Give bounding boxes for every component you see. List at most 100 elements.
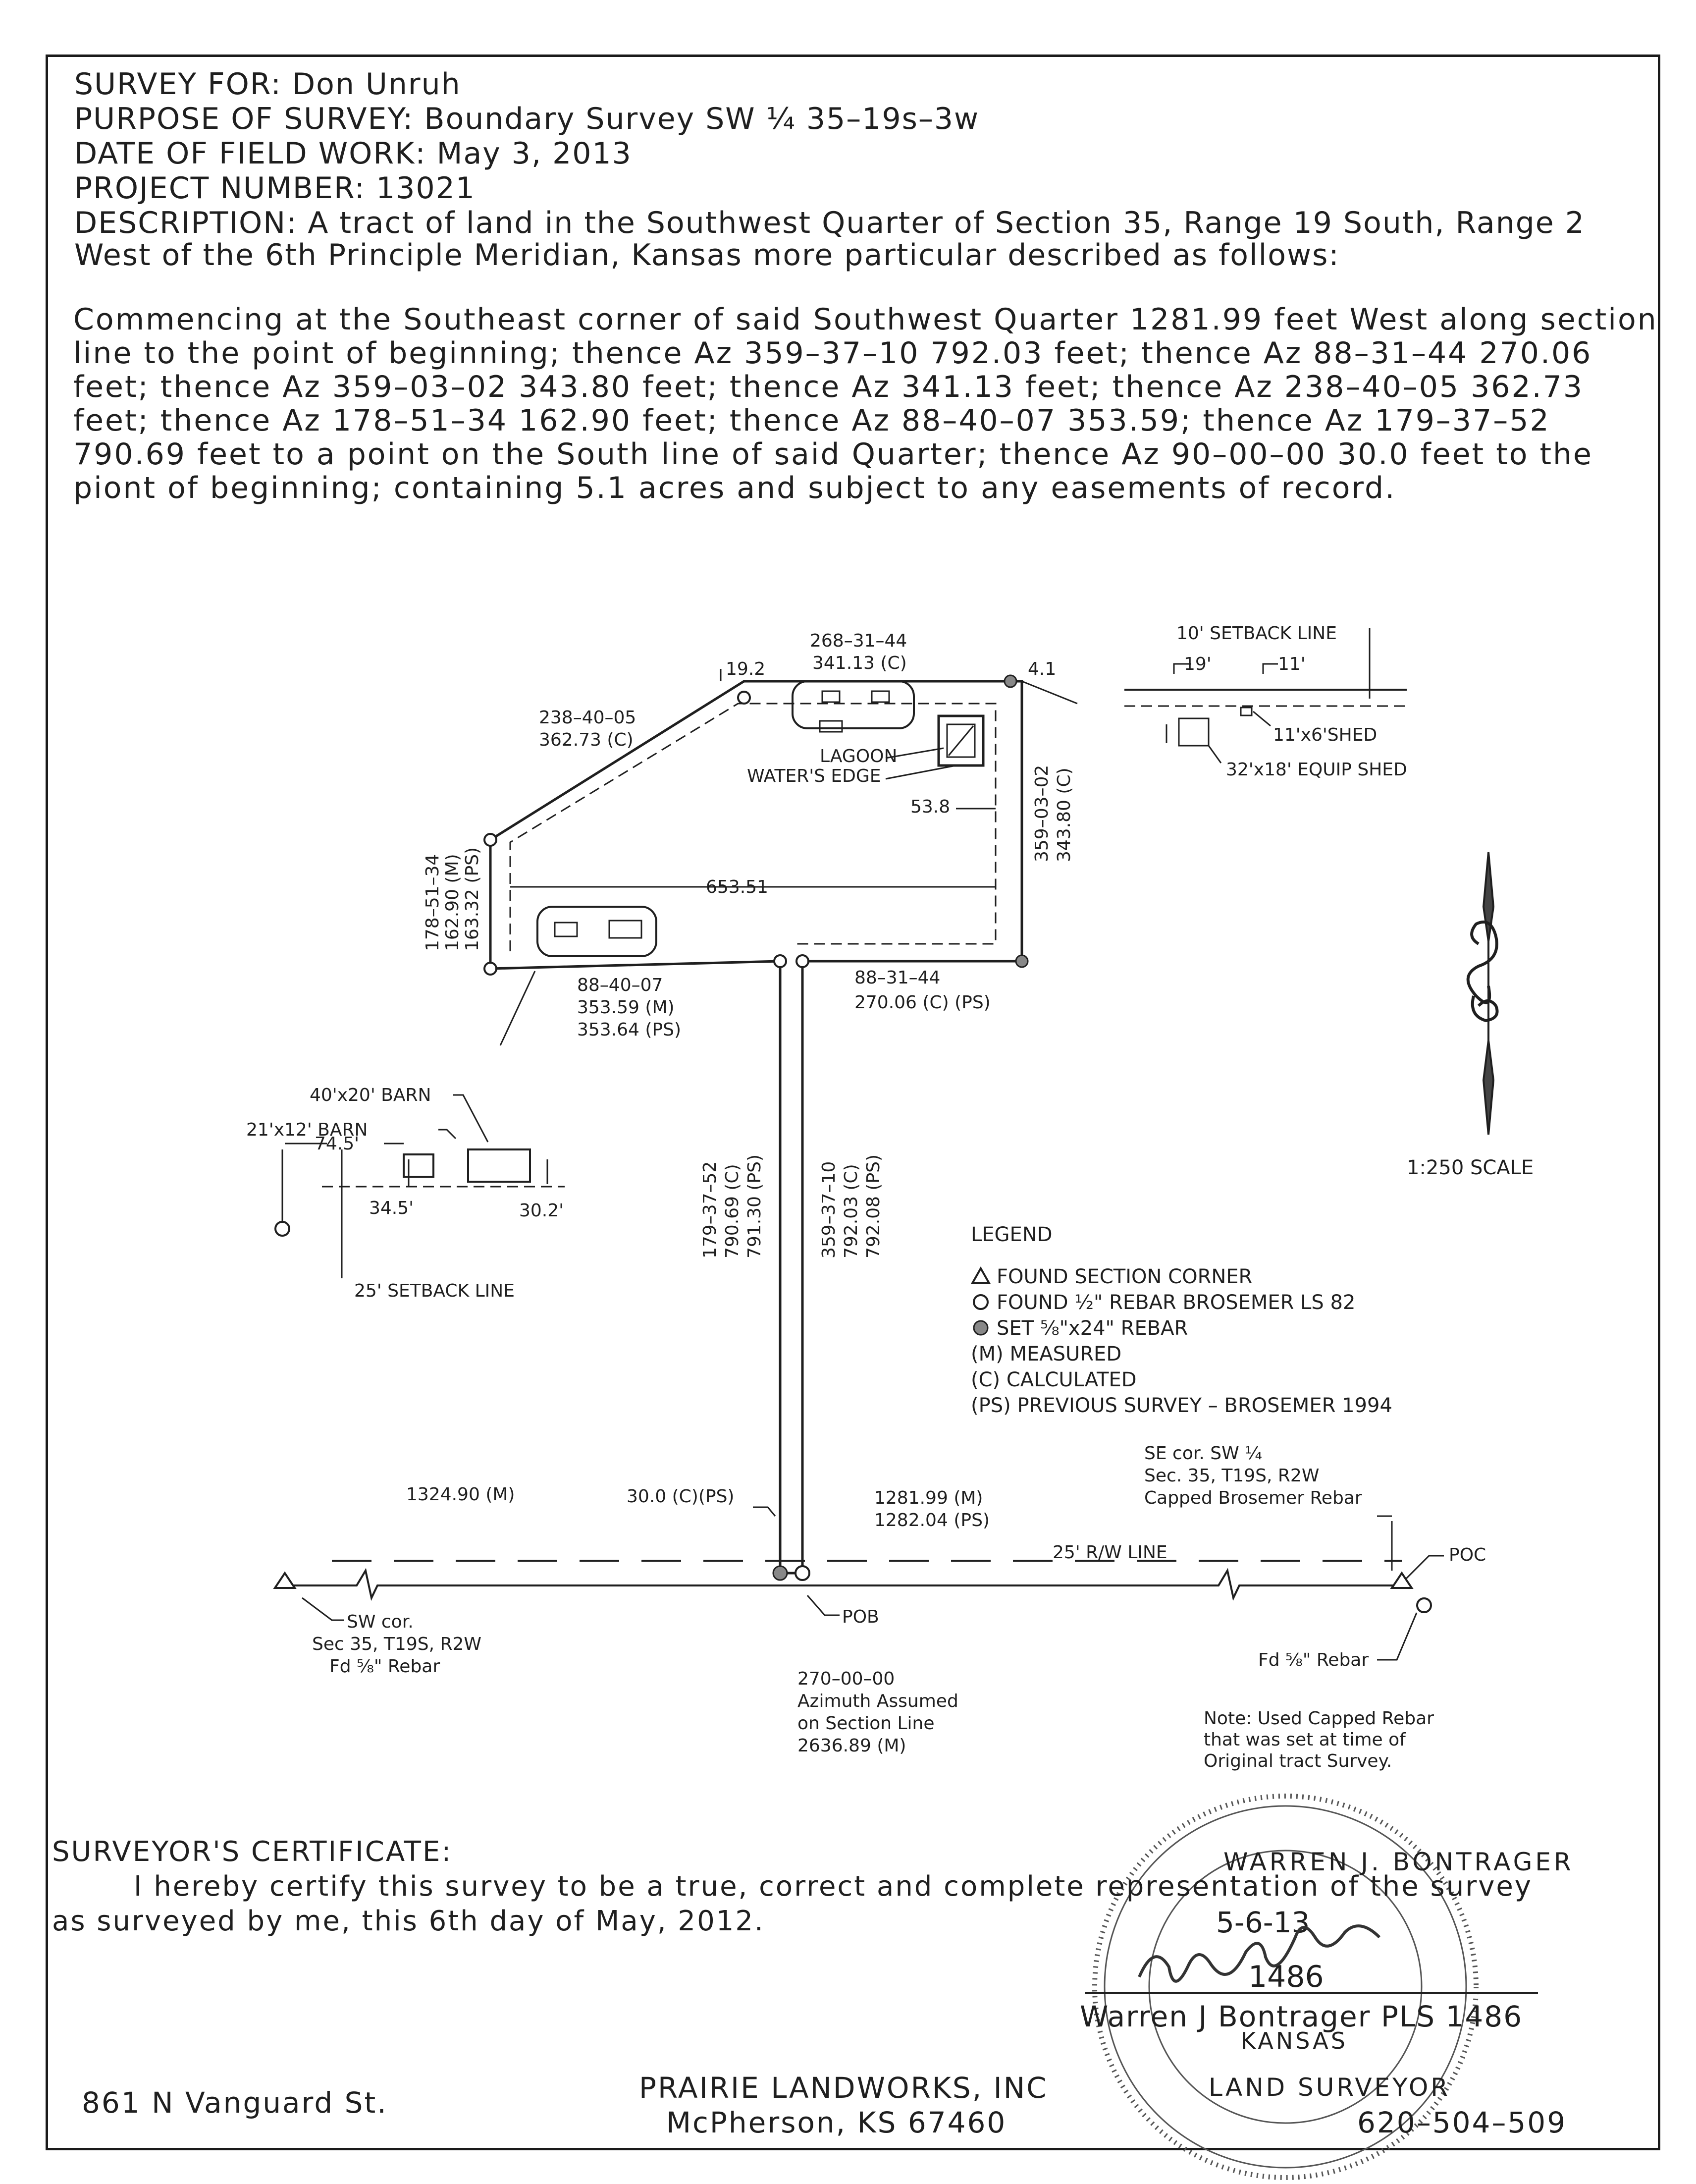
building bbox=[821, 690, 841, 703]
se-corner-line: Sec. 35, T19S, R2W bbox=[1144, 1466, 1319, 1486]
nw-bearing: 238–40–05 bbox=[539, 708, 636, 728]
found-rebar-icon bbox=[1416, 1597, 1432, 1613]
distance-label: 53.8 bbox=[910, 797, 950, 817]
seal-date: 5-6-13 bbox=[1216, 1906, 1310, 1939]
footer-address: 861 N Vanguard St. bbox=[82, 2086, 388, 2120]
note-line: that was set at time of bbox=[1204, 1730, 1406, 1750]
nw-distance: 362.73 (C) bbox=[539, 730, 634, 750]
legend-title: LEGEND bbox=[971, 1223, 1053, 1246]
seal-state: KANSAS bbox=[1241, 2027, 1348, 2054]
found-rebar-icon bbox=[773, 954, 787, 968]
se-corner-line: Capped Brosemer Rebar bbox=[1144, 1488, 1362, 1508]
section-corner-icon bbox=[970, 1266, 991, 1284]
set-rebar-icon bbox=[772, 1565, 788, 1581]
legal-description-line: line to the point of beginning; thence A… bbox=[73, 336, 1592, 371]
leaders bbox=[499, 669, 1078, 1046]
description-line-1: DESCRIPTION: A tract of land in the Sout… bbox=[74, 206, 1585, 240]
lagoon-outer bbox=[937, 714, 985, 767]
building bbox=[554, 922, 578, 937]
tie-distance: 4.1 bbox=[1028, 659, 1056, 679]
found-rebar-icon bbox=[973, 1294, 989, 1310]
lagoon-water bbox=[946, 723, 976, 758]
house-outline bbox=[536, 906, 657, 957]
equip-shed-label: 32'x18' EQUIP SHED bbox=[1226, 760, 1407, 780]
legal-description-line: Commencing at the Southeast corner of sa… bbox=[73, 302, 1658, 337]
stem-east-bearing: 359–37–10 bbox=[819, 1161, 839, 1258]
seal-number: 1486 bbox=[1248, 1960, 1324, 1994]
sw-corner-line: Fd ⅝" Rebar bbox=[329, 1656, 440, 1677]
legal-description-line: feet; thence Az 178–51–34 162.90 feet; t… bbox=[73, 403, 1550, 438]
seal-title: LAND SURVEYOR bbox=[1209, 2073, 1450, 2102]
barn-21x12-label: 21'x12' BARN bbox=[246, 1120, 368, 1140]
purpose-of-survey: PURPOSE OF SURVEY: Boundary Survey SW ¼ … bbox=[74, 102, 980, 136]
pob-label: POB bbox=[842, 1607, 879, 1627]
barn-40x20-label: 40'x20' BARN bbox=[310, 1085, 431, 1105]
waters-edge-label: WATER'S EDGE bbox=[747, 766, 881, 786]
building bbox=[608, 920, 642, 939]
west-bearing: 178–51–34 bbox=[423, 854, 443, 951]
drawing-border bbox=[46, 55, 1660, 2150]
azimuth-line: on Section Line bbox=[797, 1713, 935, 1734]
barn-detail bbox=[281, 1094, 565, 1278]
setback-25-label: 25' SETBACK LINE bbox=[354, 1281, 515, 1301]
found-rebar-icon bbox=[483, 833, 497, 847]
certificate-title: SURVEYOR'S CERTIFICATE: bbox=[52, 1836, 453, 1868]
found-rebar-icon bbox=[795, 1565, 810, 1581]
setback-19: 19' bbox=[1184, 654, 1212, 674]
set-rebar-icon bbox=[973, 1320, 989, 1336]
building bbox=[871, 690, 890, 703]
east-distance: 343.80 (C) bbox=[1054, 767, 1074, 862]
legend-item: (M) MEASURED bbox=[971, 1343, 1121, 1365]
top-distance: 341.13 (C) bbox=[812, 653, 907, 673]
south-bearing: 88–40–07 bbox=[577, 975, 663, 995]
legend-item: (C) CALCULATED bbox=[971, 1368, 1137, 1391]
tie-distance: 19.2 bbox=[726, 659, 765, 679]
azimuth-line: Azimuth Assumed bbox=[797, 1691, 958, 1711]
dimension-30-2: 30.2' bbox=[519, 1201, 564, 1221]
west-previous: 163.32 (PS) bbox=[462, 847, 482, 951]
legal-description-line: 790.69 feet to a point on the South line… bbox=[73, 437, 1593, 472]
sw-corner-line: SW cor. bbox=[347, 1612, 414, 1632]
azimuth-line: 270–00–00 bbox=[797, 1669, 895, 1689]
stem-west-previous: 791.30 (PS) bbox=[744, 1154, 765, 1258]
se-corner-line: SE cor. SW ¼ bbox=[1144, 1443, 1262, 1464]
setback-detail bbox=[1124, 628, 1407, 764]
north-arrow-icon bbox=[1466, 852, 1499, 1135]
footer-phone: 620–504–509 bbox=[1357, 2106, 1567, 2139]
section-corner-icon bbox=[1390, 1571, 1414, 1589]
section-line bbox=[290, 1506, 1444, 1661]
shed-label: 11'x6'SHED bbox=[1273, 725, 1377, 745]
seal-name: WARREN J. BONTRAGER bbox=[1223, 1848, 1574, 1876]
note-line: Original tract Survey. bbox=[1204, 1751, 1392, 1771]
house-outline bbox=[792, 680, 915, 729]
scale-label: 1:250 SCALE bbox=[1407, 1156, 1534, 1179]
setback-11: 11' bbox=[1278, 654, 1306, 674]
section-line-left-distance: 1324.90 (M) bbox=[406, 1484, 515, 1505]
section-line-right-previous: 1282.04 (PS) bbox=[874, 1510, 990, 1530]
building bbox=[819, 720, 843, 733]
stem-west-bearing: 179–37–52 bbox=[700, 1161, 720, 1258]
sw-corner-line: Sec 35, T19S, R2W bbox=[312, 1634, 481, 1654]
top-bearing: 268–31–44 bbox=[810, 631, 907, 651]
project-number: PROJECT NUMBER: 13021 bbox=[74, 171, 476, 206]
azimuth-line: 2636.89 (M) bbox=[797, 1736, 906, 1756]
south-measured: 353.59 (M) bbox=[577, 997, 675, 1018]
rw-line-label: 25' R/W LINE bbox=[1053, 1542, 1167, 1563]
dimension-34-5: 34.5' bbox=[369, 1198, 414, 1218]
lagoon-hatch bbox=[948, 725, 974, 756]
description-line-2: West of the 6th Principle Meridian, Kans… bbox=[74, 238, 1340, 273]
certificate-line-1: I hereby certify this survey to be a tru… bbox=[134, 1870, 1533, 1903]
ne-distance: 270.06 (C) (PS) bbox=[854, 992, 991, 1013]
dimension-74-5: 74.5' bbox=[315, 1134, 359, 1154]
east-bearing: 359–03–02 bbox=[1032, 765, 1052, 862]
section-corner-icon bbox=[273, 1571, 297, 1589]
survey-for: SURVEY FOR: Don Unruh bbox=[74, 67, 461, 102]
found-rebar-icon bbox=[737, 691, 751, 705]
section-line-right-measured: 1281.99 (M) bbox=[874, 1488, 983, 1508]
date-of-field-work: DATE OF FIELD WORK: May 3, 2013 bbox=[74, 136, 632, 171]
found-rebar-icon bbox=[795, 954, 809, 968]
fd-rebar-label: Fd ⅝" Rebar bbox=[1258, 1650, 1369, 1670]
poc-label: POC bbox=[1449, 1545, 1486, 1565]
surveyor-seal: WARREN J. BONTRAGER 5-6-13 1486 KANSAS L… bbox=[1092, 1794, 1574, 2180]
